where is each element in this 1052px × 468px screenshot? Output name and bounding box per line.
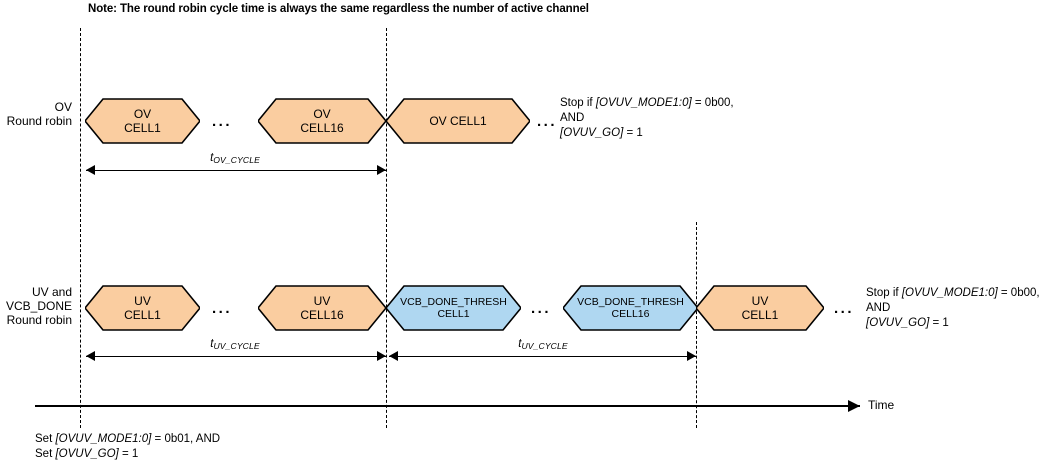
time-axis [35,400,860,412]
ov-cell1-next-label: OV CELL1 [429,114,487,128]
uv-ellipsis-2: ... [531,300,552,317]
dashed-line-ov-cycle-end [386,28,387,428]
uv-cycle-1-arrowhead-left [86,351,95,361]
uv-row-label-line-2: Round robin [6,313,72,327]
ov-ellipsis-2: ... [537,113,558,130]
ov-cycle-measure-arrow [86,164,386,178]
uv-cycle-1-measure-line [86,356,386,357]
ov-cell16[interactable]: OV CELL16 [258,98,386,144]
set-note-line-1: Set [OVUV_GO] = 1 [35,448,139,460]
ov-stop-note: Stop if [OVUV_MODE1:0] = 0b00, AND [OVUV… [560,96,734,141]
ov-stop-note-line-2: [OVUV_GO] = 1 [560,127,643,139]
ov-stop-note-line-0: Stop if [OVUV_MODE1:0] = 0b00, [560,97,734,109]
uv-cycle-measure-arrow-1 [86,350,386,364]
uv-cell1-next-label: UV CELL1 [741,294,779,322]
t-uv-cycle-label-1: tUV_CYCLE [160,338,310,351]
ov-cell1-next[interactable]: OV CELL1 [386,98,530,144]
t-ov-cycle-sub: OV_CYCLE [213,155,260,165]
uv-row-label: UV and VCB_DONE Round robin [0,285,72,327]
t-ov-cycle-label: tOV_CYCLE [160,152,310,165]
uv-cycle-1-arrowhead-right [377,351,386,361]
uv-stop-note-line-2: [OVUV_GO] = 1 [866,317,949,329]
set-note: Set [OVUV_MODE1:0] = 0b01, AND Set [OVUV… [35,432,220,462]
uv-stop-note-line-1: AND [866,302,891,314]
vcb-done-thresh-cell1-label: VCB_DONE_THRESH CELL1 [400,295,507,321]
uv-stop-note-line-0: Stop if [OVUV_MODE1:0] = 0b00, [866,287,1040,299]
ov-cycle-arrowhead-right [377,165,386,175]
ov-cycle-measure-line [86,170,386,171]
uv-cell1-next[interactable]: UV CELL1 [696,285,824,331]
uv-ellipsis-3: ... [834,300,855,317]
ov-row-label: OV Round robin [0,100,72,128]
diagram-note: Note: The round robin cycle time is alwa… [88,3,589,15]
ov-ellipsis-1: ... [212,113,233,130]
uv-row-label-line-1: VCB_DONE [5,299,72,313]
uv-stop-note: Stop if [OVUV_MODE1:0] = 0b00, AND [OVUV… [866,286,1040,331]
t-uv-cycle-label-2: tUV_CYCLE [468,338,618,351]
set-note-line-0: Set [OVUV_MODE1:0] = 0b01, AND [35,433,221,445]
t-ov-cycle-t: t [210,152,214,164]
t-uv-cycle-1-t: t [210,338,214,350]
t-uv-cycle-2-t: t [518,338,522,350]
t-uv-cycle-2-sub: UV_CYCLE [521,341,568,351]
ov-row-label-line-1: Round robin [6,114,72,128]
uv-cell1-label: UV CELL1 [124,294,161,322]
dashed-line-uv-cycle2-end [696,222,697,428]
ov-cell1[interactable]: OV CELL1 [85,98,200,144]
uv-cycle-2-arrowhead-right [687,351,696,361]
uv-cell16-label: UV CELL16 [300,294,344,322]
uv-cell1[interactable]: UV CELL1 [85,285,200,331]
vcb-done-thresh-cell1[interactable]: VCB_DONE_THRESH CELL1 [386,285,521,331]
time-axis-arrowhead [848,400,860,412]
t-uv-cycle-1-sub: UV_CYCLE [213,341,260,351]
ov-cell1-label: OV CELL1 [124,107,161,135]
vcb-done-thresh-cell16[interactable]: VCB_DONE_THRESH CELL16 [563,285,698,331]
vcb-done-thresh-cell16-label: VCB_DONE_THRESH CELL16 [577,295,684,321]
uv-cycle-measure-arrow-2 [389,350,696,364]
ov-stop-note-line-1: AND [560,112,585,124]
time-axis-line [35,405,860,407]
uv-cycle-2-arrowhead-left [389,351,398,361]
ov-row-label-line-0: OV [54,100,72,114]
uv-cell16[interactable]: UV CELL16 [258,285,386,331]
uv-ellipsis-1: ... [212,300,233,317]
ov-cell16-label: OV CELL16 [300,107,344,135]
dashed-line-t0 [80,28,81,428]
uv-row-label-line-0: UV and [31,285,72,299]
uv-cycle-2-measure-line [389,356,696,357]
time-axis-label: Time [868,398,895,412]
ov-cycle-arrowhead-left [86,165,95,175]
